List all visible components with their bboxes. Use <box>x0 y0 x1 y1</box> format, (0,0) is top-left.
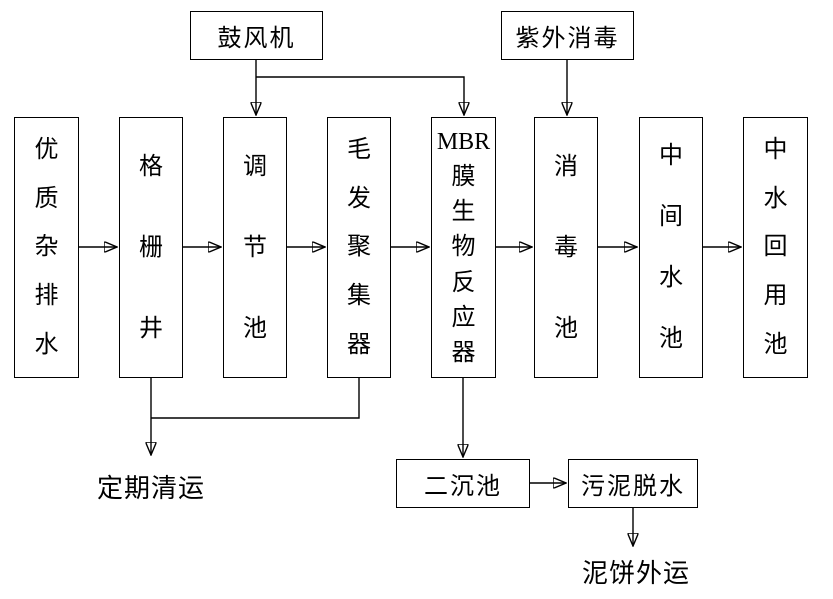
node-reuse-tank: 中水回用池 <box>743 117 808 378</box>
node-blower: 鼓风机 <box>190 11 323 60</box>
node-regulating-tank: 调节池 <box>223 117 287 378</box>
node-grid-well: 格栅井 <box>119 117 183 378</box>
node-uv-disinfection: 紫外消毒 <box>501 11 634 60</box>
node-hair-collector: 毛发聚集器 <box>327 117 391 378</box>
label-periodic-removal: 定期清运 <box>96 474 205 503</box>
node-raw-wastewater: 优质杂排水 <box>14 117 79 378</box>
node-sludge-dewatering: 污泥脱水 <box>568 459 698 508</box>
label-sludge-cake-out: 泥饼外运 <box>581 559 690 588</box>
node-disinfection-tank: 消毒池 <box>534 117 598 378</box>
node-intermediate-tank: 中间水池 <box>639 117 703 378</box>
node-secondary-sedimentation-tank: 二沉池 <box>396 459 530 508</box>
arrow-blower-to-mbr <box>256 76 464 115</box>
line-hair-drain <box>151 378 360 419</box>
